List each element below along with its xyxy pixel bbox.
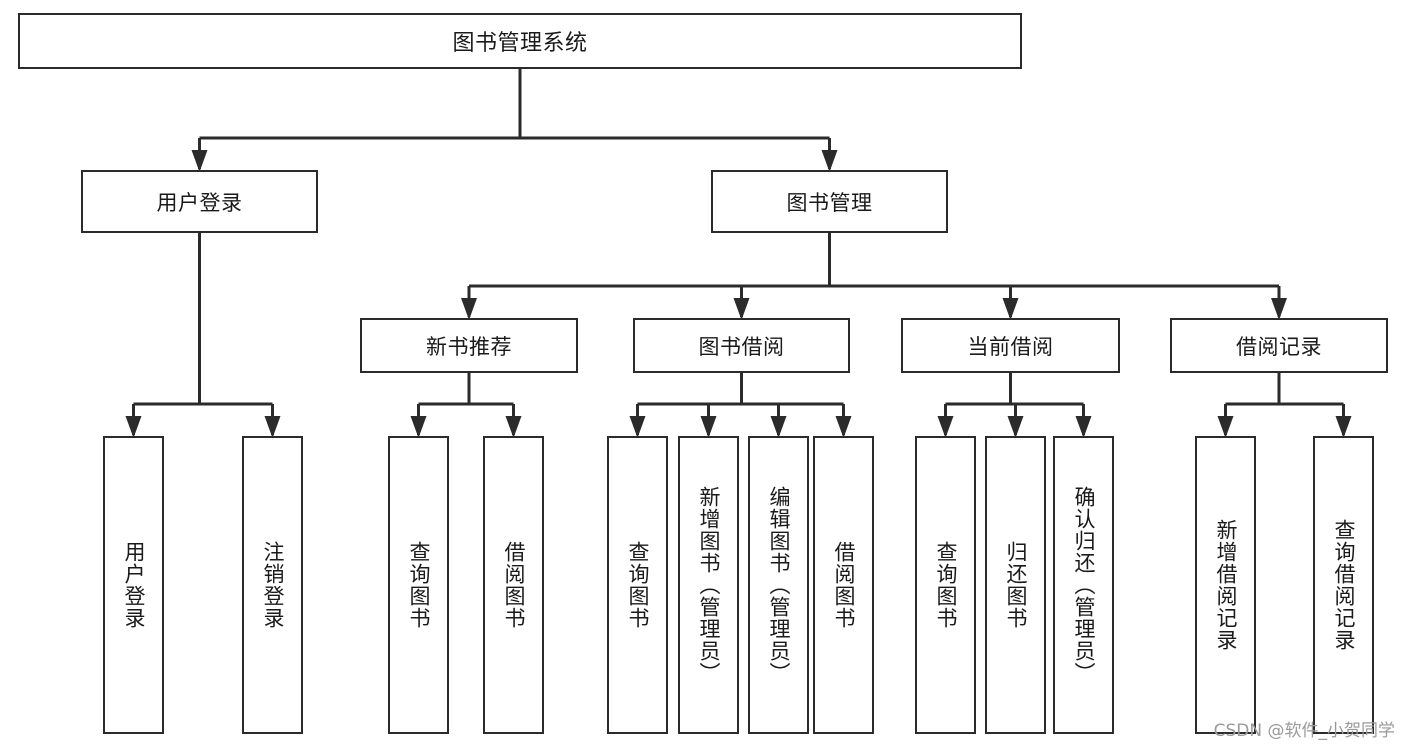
node-label: 图书借阅 xyxy=(698,334,785,359)
node-label: 当前借阅 xyxy=(967,334,1054,359)
node-leaf-borrow-book-1[interactable]: 借阅图书 xyxy=(483,436,544,734)
arrow-head-icon xyxy=(629,416,646,438)
node-leaf-add-book[interactable]: 新增图书（管理员） xyxy=(678,436,739,734)
node-book-borrow[interactable]: 图书借阅 xyxy=(633,318,850,373)
node-leaf-query-book-3[interactable]: 查询图书 xyxy=(915,436,976,734)
node-leaf-query-record[interactable]: 查询借阅记录 xyxy=(1313,436,1374,734)
arrow-head-icon xyxy=(1217,416,1234,438)
node-current-borrow[interactable]: 当前借阅 xyxy=(901,318,1120,373)
node-book-manage[interactable]: 图书管理 xyxy=(711,170,948,233)
node-leaf-query-book-2[interactable]: 查询图书 xyxy=(607,436,668,734)
node-leaf-user-login[interactable]: 用户登录 xyxy=(103,436,164,734)
node-root-图书管理系统[interactable]: 图书管理系统 xyxy=(18,13,1022,69)
node-label: 新书推荐 xyxy=(426,334,512,359)
arrow-head-icon xyxy=(835,416,852,438)
arrow-head-icon xyxy=(1335,416,1352,438)
arrow-head-icon xyxy=(770,416,787,438)
node-label: 归还图书 xyxy=(1003,541,1028,629)
node-label: 用户登录 xyxy=(156,190,243,215)
node-label: 借阅图书 xyxy=(501,541,526,629)
node-leaf-add-record[interactable]: 新增借阅记录 xyxy=(1195,436,1256,734)
node-label: 新增借阅记录 xyxy=(1213,519,1238,651)
node-label: 注销登录 xyxy=(260,541,285,629)
node-leaf-confirm-return[interactable]: 确认归还（管理员） xyxy=(1053,436,1114,734)
node-label: 编辑图书（管理员） xyxy=(766,486,791,684)
arrow-head-icon xyxy=(1002,298,1019,320)
node-label: 借阅记录 xyxy=(1236,334,1322,359)
arrow-head-icon xyxy=(505,416,522,438)
arrow-head-icon xyxy=(1075,416,1092,438)
node-label: 用户登录 xyxy=(121,541,146,629)
node-leaf-logout[interactable]: 注销登录 xyxy=(242,436,303,734)
arrow-head-icon xyxy=(1007,416,1024,438)
node-user-login[interactable]: 用户登录 xyxy=(81,170,318,233)
node-label: 查询图书 xyxy=(406,541,431,629)
node-leaf-borrow-book-2[interactable]: 借阅图书 xyxy=(813,436,874,734)
arrow-head-icon xyxy=(461,298,477,320)
arrow-head-icon xyxy=(700,416,717,438)
arrow-head-icon xyxy=(125,416,142,438)
node-leaf-edit-book[interactable]: 编辑图书（管理员） xyxy=(748,436,809,734)
node-label: 图书管理 xyxy=(786,190,873,215)
node-new-book-rec[interactable]: 新书推荐 xyxy=(360,318,578,373)
node-label: 查询图书 xyxy=(933,541,958,629)
node-leaf-return-book[interactable]: 归还图书 xyxy=(985,436,1046,734)
node-label: 查询借阅记录 xyxy=(1331,519,1356,651)
node-label: 查询图书 xyxy=(625,541,650,629)
arrow-head-icon xyxy=(937,416,954,438)
arrow-head-icon xyxy=(733,298,750,320)
arrow-head-icon xyxy=(1271,298,1287,320)
node-leaf-query-book-1[interactable]: 查询图书 xyxy=(388,436,449,734)
node-label: 借阅图书 xyxy=(831,541,856,629)
arrow-head-icon xyxy=(821,150,838,172)
node-label: 新增图书（管理员） xyxy=(696,486,721,684)
node-label: 图书管理系统 xyxy=(452,31,588,56)
arrow-head-icon xyxy=(264,416,281,438)
arrow-head-icon xyxy=(410,416,427,438)
arrow-head-icon xyxy=(191,150,208,172)
node-label: 确认归还（管理员） xyxy=(1071,486,1096,684)
node-borrow-record[interactable]: 借阅记录 xyxy=(1170,318,1388,373)
